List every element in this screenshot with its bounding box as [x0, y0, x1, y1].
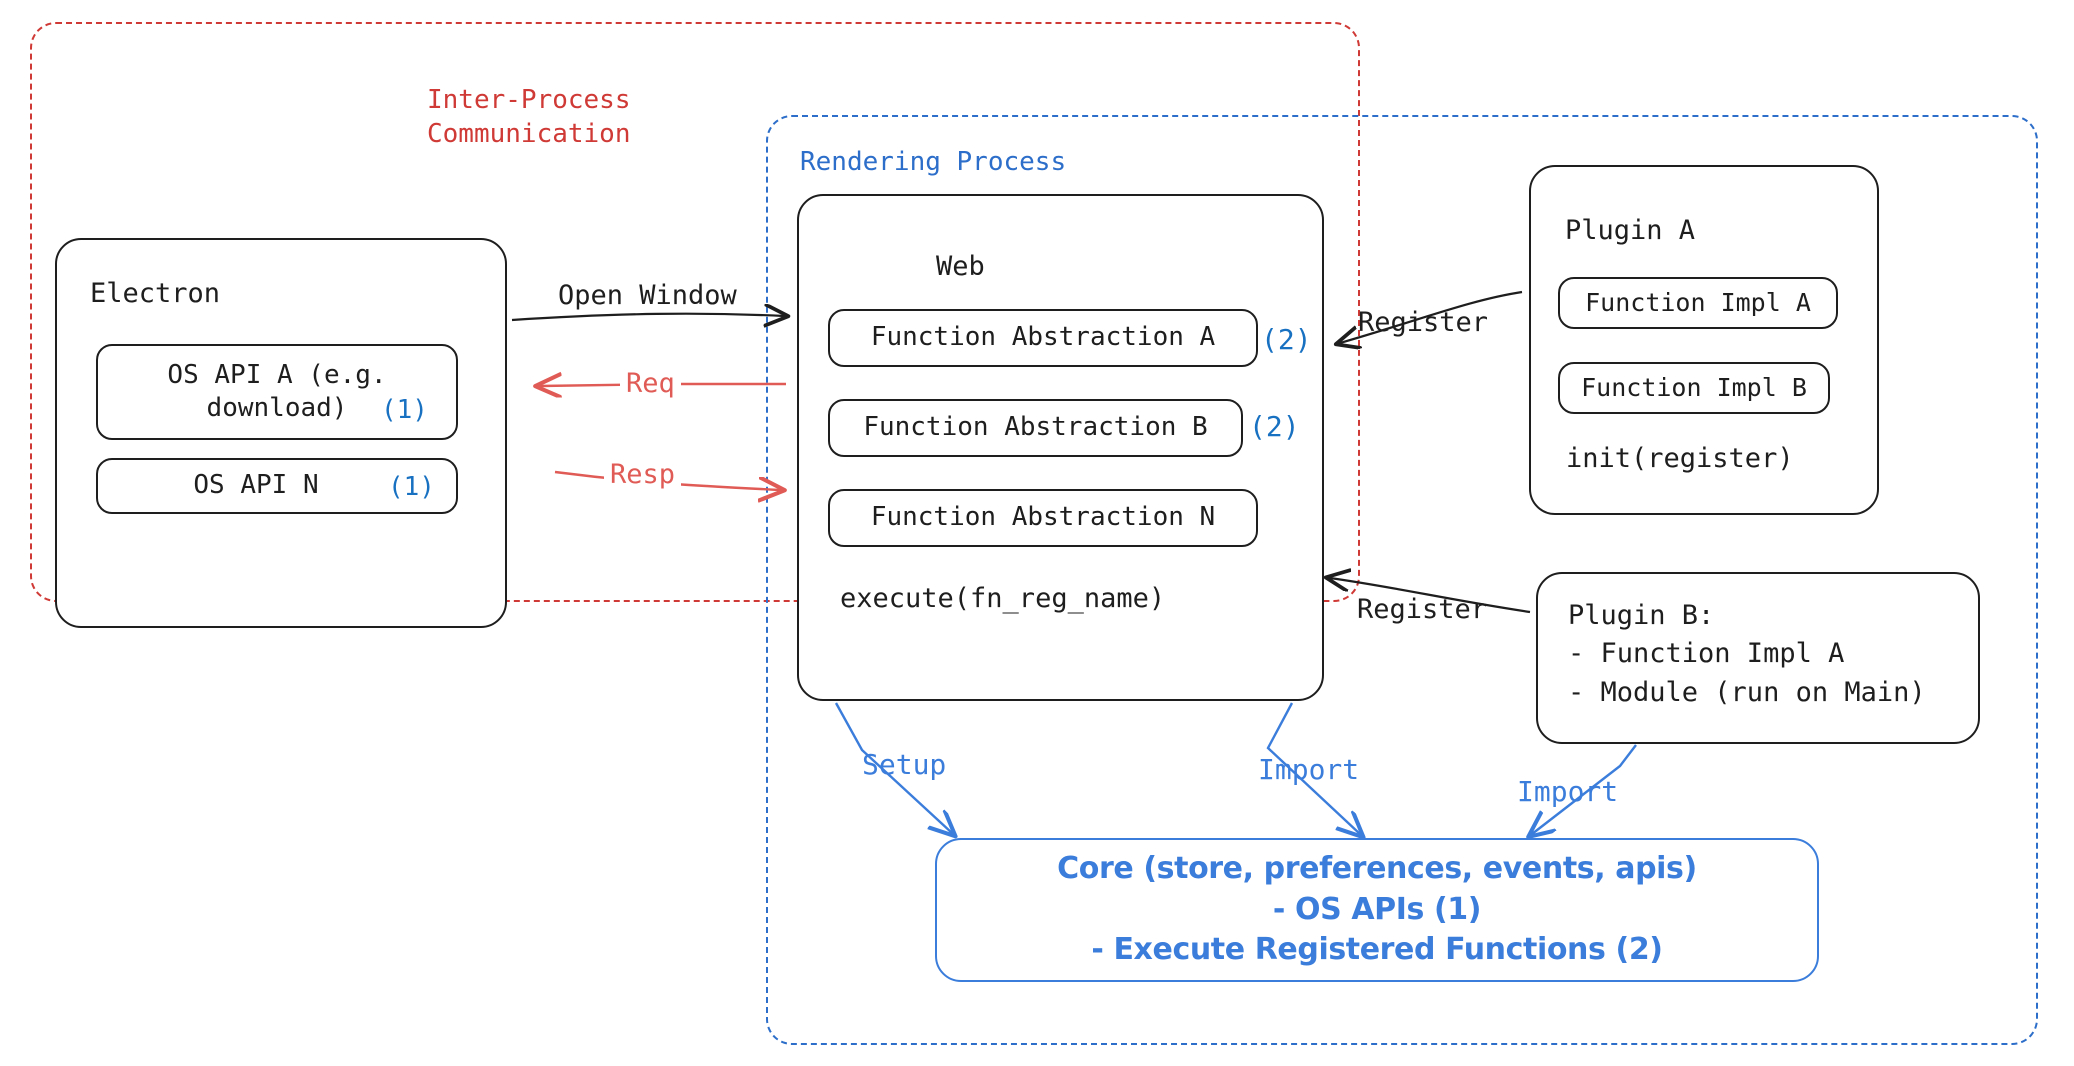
function-abstraction-b-marker: (2): [1249, 410, 1300, 443]
os-api-n-marker: (1): [388, 472, 435, 502]
plugin-a-function-impl-a-label: Function Impl A: [1585, 288, 1811, 317]
plugin-a-box: [1529, 165, 1879, 515]
plugin-a-function-impl-a-box[interactable]: Function Impl A: [1558, 277, 1838, 329]
plugin-b-box: [1536, 572, 1980, 744]
plugin-a-init-label: init(register): [1566, 443, 1794, 474]
edge-label-import-web: Import: [1258, 753, 1360, 786]
edge-label-resp: Resp: [604, 457, 682, 493]
group-rendering-process: [766, 115, 2038, 1045]
function-abstraction-a-marker: (2): [1261, 323, 1312, 356]
function-abstraction-n-box[interactable]: Function Abstraction N: [828, 489, 1258, 547]
web-execute-label: execute(fn_reg_name): [840, 583, 1166, 614]
web-title: Web: [936, 251, 985, 282]
os-api-n-box[interactable]: OS API N: [96, 458, 458, 514]
edge-label-register-plugin-b: Register: [1357, 594, 1488, 625]
group-title-ipc: Inter-Process Communication: [427, 85, 631, 149]
plugin-a-title: Plugin A: [1565, 215, 1696, 246]
edge-label-setup: Setup: [862, 748, 947, 781]
edge-label-req: Req: [620, 366, 681, 402]
os-api-a-marker: (1): [381, 395, 428, 425]
function-abstraction-b-label: Function Abstraction B: [863, 412, 1208, 443]
function-abstraction-a-box[interactable]: Function Abstraction A: [828, 309, 1258, 367]
core-box: Core (store, preferences, events, apis) …: [935, 838, 1819, 982]
function-abstraction-n-label: Function Abstraction N: [870, 502, 1216, 533]
os-api-a-label: OS API A (e.g. download): [167, 359, 387, 423]
plugin-b-lines: Plugin B: - Function Impl A - Module (ru…: [1568, 600, 1926, 708]
electron-title: Electron: [90, 278, 221, 309]
edge-label-register-plugin-a: Register: [1358, 307, 1489, 338]
core-text: Core (store, preferences, events, apis) …: [1057, 851, 1697, 968]
group-title-rendering-process: Rendering Process: [800, 147, 1067, 177]
plugin-a-function-impl-b-label: Function Impl B: [1581, 373, 1807, 402]
os-api-n-label: OS API N: [193, 470, 319, 501]
function-abstraction-b-box[interactable]: Function Abstraction B: [828, 399, 1243, 457]
plugin-a-function-impl-b-box[interactable]: Function Impl B: [1558, 362, 1830, 414]
edge-label-open-window: Open Window: [558, 280, 737, 311]
os-api-a-box[interactable]: OS API A (e.g. download): [96, 344, 458, 440]
edge-label-import-plugin-b: Import: [1517, 775, 1619, 808]
function-abstraction-a-label: Function Abstraction A: [870, 322, 1216, 353]
